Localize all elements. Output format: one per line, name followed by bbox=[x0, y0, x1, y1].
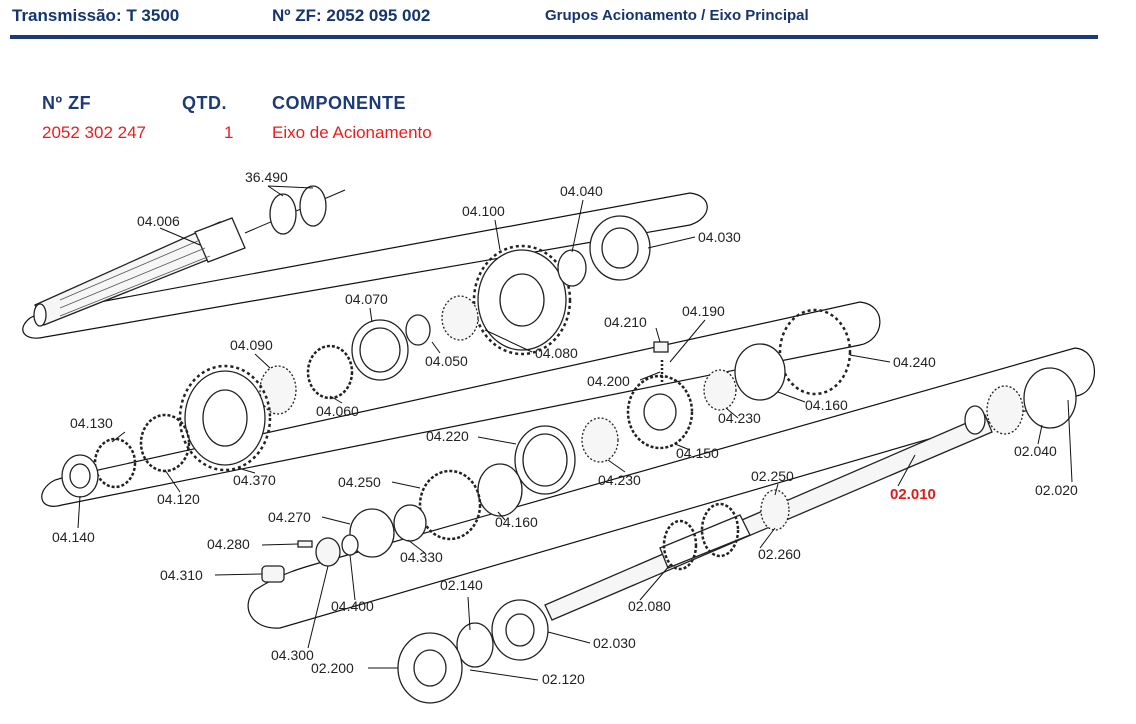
column-header-zf: Nº ZF bbox=[42, 93, 92, 113]
washer-02200-part[interactable] bbox=[397, 632, 463, 704]
label-04006[interactable]: 04.006 bbox=[137, 213, 180, 229]
label-04060[interactable]: 04.060 bbox=[316, 403, 359, 419]
zf-number-title: Nº ZF: 2052 095 002 bbox=[272, 6, 431, 25]
gear-04370-part[interactable] bbox=[178, 364, 272, 472]
label-04160-bottom[interactable]: 04.160 bbox=[495, 514, 538, 530]
gear-04240-part[interactable] bbox=[778, 308, 852, 396]
synchro-ring-04070-part[interactable] bbox=[351, 319, 409, 381]
synchro-ring-04160b-part[interactable] bbox=[477, 463, 523, 517]
snap-rings-part[interactable] bbox=[269, 185, 327, 235]
label-04230-top[interactable]: 04.230 bbox=[718, 410, 761, 426]
label-04270[interactable]: 04.270 bbox=[268, 509, 311, 525]
label-36490[interactable]: 36.490 bbox=[245, 169, 288, 185]
gear-04250-part[interactable] bbox=[418, 469, 482, 541]
input-shaft-part[interactable] bbox=[33, 189, 346, 327]
synchro-hub-04150-part[interactable] bbox=[626, 374, 694, 450]
bolt-04310-part[interactable] bbox=[261, 565, 285, 583]
bearing-02040-part[interactable] bbox=[986, 367, 1077, 435]
column-header-qty: QTD. bbox=[182, 93, 227, 113]
label-04130[interactable]: 04.130 bbox=[70, 415, 113, 431]
label-02080[interactable]: 02.080 bbox=[628, 598, 671, 614]
needle-bearing-04090-part[interactable] bbox=[259, 365, 297, 415]
label-04050[interactable]: 04.050 bbox=[425, 353, 468, 369]
label-04330[interactable]: 04.330 bbox=[400, 549, 443, 565]
label-04160-top[interactable]: 04.160 bbox=[805, 397, 848, 413]
label-04200[interactable]: 04.200 bbox=[587, 373, 630, 389]
label-04210[interactable]: 04.210 bbox=[604, 314, 647, 330]
column-header-component: COMPONENTE bbox=[272, 93, 407, 113]
label-02020[interactable]: 02.020 bbox=[1035, 482, 1078, 498]
label-04280[interactable]: 04.280 bbox=[207, 536, 250, 552]
label-04240[interactable]: 04.240 bbox=[893, 354, 936, 370]
ring-02140-part[interactable] bbox=[456, 622, 494, 668]
needle-bearing-04230b-part[interactable] bbox=[581, 417, 619, 463]
label-02250[interactable]: 02.250 bbox=[751, 468, 794, 484]
bearing-04330-part[interactable] bbox=[349, 504, 427, 558]
label-02200[interactable]: 02.200 bbox=[311, 660, 354, 676]
synchro-ring-04160-part[interactable] bbox=[734, 343, 786, 401]
label-04100[interactable]: 04.100 bbox=[462, 203, 505, 219]
label-04190[interactable]: 04.190 bbox=[682, 303, 725, 319]
label-04150[interactable]: 04.150 bbox=[676, 445, 719, 461]
gear-04100-part[interactable] bbox=[472, 244, 572, 356]
label-02140[interactable]: 02.140 bbox=[440, 577, 483, 593]
gear-04130-part[interactable] bbox=[93, 437, 137, 489]
transmission-title: Transmissão: T 3500 bbox=[12, 6, 180, 25]
label-04030[interactable]: 04.030 bbox=[698, 229, 741, 245]
hub-04060-part[interactable] bbox=[306, 344, 354, 400]
group-outline-main-shaft bbox=[247, 347, 1095, 629]
part-number-labels: 36.490 04.006 04.100 04.040 04.030 04.07… bbox=[52, 169, 1078, 687]
needle-bearing-04050-part[interactable] bbox=[405, 295, 479, 346]
label-02040[interactable]: 02.040 bbox=[1014, 443, 1057, 459]
bearing-02030-part[interactable] bbox=[491, 599, 549, 661]
label-04300[interactable]: 04.300 bbox=[271, 647, 314, 663]
label-04090[interactable]: 04.090 bbox=[230, 337, 273, 353]
label-02010-highlight[interactable]: 02.010 bbox=[890, 486, 936, 503]
needle-bearing-04230-part[interactable] bbox=[703, 369, 737, 411]
part-quantity: 1 bbox=[224, 123, 234, 142]
washer-04400-part[interactable] bbox=[341, 534, 359, 556]
header-divider bbox=[10, 35, 1098, 39]
pin-04280-part[interactable] bbox=[297, 540, 313, 548]
leader-lines bbox=[77, 185, 1073, 681]
main-shaft-part[interactable] bbox=[544, 405, 993, 621]
label-02260[interactable]: 02.260 bbox=[758, 546, 801, 562]
group-outline-synchro bbox=[41, 301, 881, 507]
label-02030[interactable]: 02.030 bbox=[593, 635, 636, 651]
nut-04300-part[interactable] bbox=[315, 537, 341, 567]
label-04310[interactable]: 04.310 bbox=[160, 567, 203, 583]
group-title: Grupos Acionamento / Eixo Principal bbox=[545, 7, 809, 24]
label-04220[interactable]: 04.220 bbox=[426, 428, 469, 444]
label-04080[interactable]: 04.080 bbox=[535, 345, 578, 361]
key-04210-part[interactable] bbox=[653, 341, 669, 353]
label-02120[interactable]: 02.120 bbox=[542, 671, 585, 687]
label-04370[interactable]: 04.370 bbox=[233, 472, 276, 488]
label-04040[interactable]: 04.040 bbox=[560, 183, 603, 199]
group-outline-input-shaft bbox=[22, 192, 708, 339]
part-component-name[interactable]: Eixo de Acionamento bbox=[272, 123, 432, 142]
label-04140[interactable]: 04.140 bbox=[52, 529, 95, 545]
label-04250[interactable]: 04.250 bbox=[338, 474, 381, 490]
washer-04140-part[interactable] bbox=[61, 454, 99, 498]
gear-04120-part[interactable] bbox=[139, 413, 191, 473]
label-04400[interactable]: 04.400 bbox=[331, 598, 374, 614]
label-04230-bottom[interactable]: 04.230 bbox=[598, 472, 641, 488]
label-04120[interactable]: 04.120 bbox=[157, 491, 200, 507]
washer-04040-part[interactable] bbox=[557, 249, 587, 287]
sleeve-04220-part[interactable] bbox=[514, 425, 576, 495]
part-zf-number: 2052 302 247 bbox=[42, 123, 146, 142]
bearing-04030-part[interactable] bbox=[589, 215, 651, 281]
label-04070[interactable]: 04.070 bbox=[345, 291, 388, 307]
